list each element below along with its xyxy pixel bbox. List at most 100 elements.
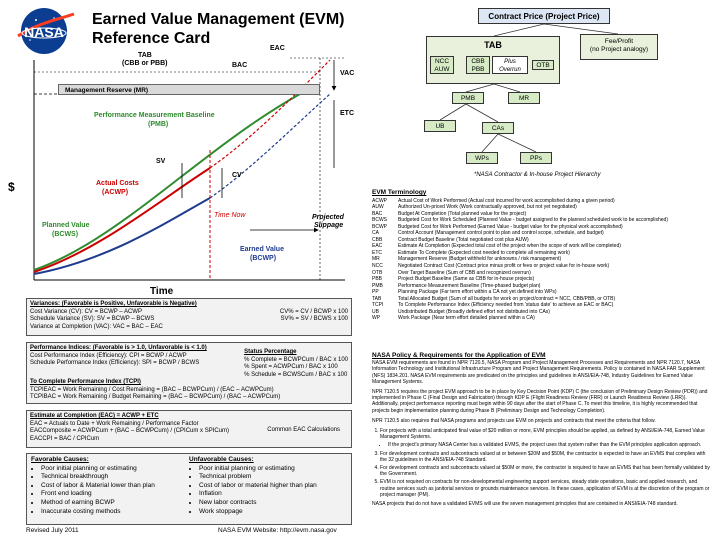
otb-box: OTB	[532, 60, 554, 70]
tcpi-bac-formula: TCPIBAC = Work Remaining / Budget Remain…	[30, 394, 281, 400]
hierarchy-note: *NASA Contractor & In-house Project Hier…	[474, 172, 601, 178]
status-title: Status Percentage	[244, 349, 297, 355]
tab-sub-label: (CBB or PBB)	[122, 60, 168, 67]
policy-paragraph-3: NPR 7120.5 also requires that NASA progr…	[372, 417, 656, 424]
bcws-label: (BCWS)	[52, 231, 79, 238]
time-axis-label: Time	[150, 286, 174, 297]
ncc-auw-box: NCC AUW	[430, 56, 454, 74]
list-item: Inaccurate costing methods	[41, 508, 189, 517]
list-item: Inflation	[199, 490, 347, 499]
terminology-title: EVM Terminology	[372, 189, 427, 196]
eac-label: EAC	[270, 45, 285, 52]
hierarchy-connectors	[439, 23, 619, 153]
fee-profit-box: Fee/Profit (no Project analogy)	[580, 34, 658, 60]
title-line-2: Reference Card	[92, 30, 211, 47]
title-line-1: Earned Value Management (EVM)	[92, 11, 345, 28]
indices-title: Performance Indices: (Favorable is > 1.0…	[30, 345, 207, 351]
tcpi-eac-formula: TCPIEAC = Work Remaining / Cost Remainin…	[30, 386, 274, 393]
eac-box: Estimate at Completion (EAC) = ACWP + ET…	[26, 410, 352, 448]
list-item: For development contracts and subcontrac…	[380, 451, 712, 463]
pmb-sub-label: (PMB)	[148, 121, 169, 128]
list-item: Cost of labor or material higher than pl…	[199, 482, 347, 491]
eac-line-3: EACCPI = BAC / CPICum	[30, 435, 100, 442]
footer-revised: Revised July 2011	[26, 527, 79, 534]
list-item: Work stoppage	[199, 508, 347, 517]
tcpi-title: To Complete Performance Index (TCPI)	[30, 379, 141, 385]
variance-row: Variance at Completion (VAC): VAC = BAC …	[30, 323, 163, 330]
cbb-pbb-box: CBB PBB	[466, 56, 490, 74]
cv-label: CV	[232, 172, 242, 179]
acwp-label: (ACWP)	[102, 189, 129, 196]
list-item: For projects with a total anticipated fi…	[380, 428, 712, 440]
sv-label: SV	[156, 158, 166, 165]
tab-label: TAB	[138, 52, 152, 59]
time-now-label: Time Now	[214, 212, 246, 219]
list-item: Technical breakthrough	[41, 473, 189, 482]
list-item: EVM is not required on contracts for non…	[380, 479, 712, 498]
contract-price-box: Contract Price (Project Price)	[478, 8, 610, 24]
eac-line-2: EACComposite = ACWPCum + (BAC – BCWPCum)…	[30, 428, 230, 434]
page-title: Earned Value Management (EVM) Reference …	[92, 10, 345, 48]
footer-website[interactable]: NASA EVM Website: http://evm.nasa.gov	[218, 527, 337, 534]
cas-box: CAs	[482, 122, 514, 134]
unfavorable-causes: Unfavorable Causes: Poor initial plannin…	[189, 456, 347, 522]
nasa-logo-text: NASA	[24, 24, 64, 40]
management-reserve-bar: Management Reserve (MR)	[58, 84, 320, 95]
list-item: For development contracts and subcontrac…	[380, 465, 712, 477]
cpi-formula: Cost Performance Index (Efficiency): CPI…	[30, 352, 187, 359]
spi-formula: Schedule Performance Index (Efficiency):…	[30, 360, 200, 366]
evm-curve-diagram	[33, 57, 345, 281]
list-item: Cost of labor & Material lower than plan	[41, 482, 189, 491]
tab-box-title: TAB	[484, 40, 502, 50]
earned-value-label: Earned Value	[240, 246, 284, 253]
pmb-label: Performance Measurement Baseline	[94, 112, 215, 119]
dollar-axis-label: $	[8, 180, 15, 194]
planned-value-label: Planned Value	[42, 222, 90, 229]
list-item: Poor initial planning or estimating	[41, 465, 189, 474]
acwp-curve	[33, 167, 211, 273]
variances-title: Variances: (Favorable is Positive, Unfav…	[30, 301, 197, 307]
bcwp-curve	[33, 197, 211, 275]
pps-box: PPs	[520, 152, 552, 164]
ub-box: UB	[424, 120, 456, 132]
policy-paragraph-2: NPR 7120.5 requires the project EVM appr…	[372, 389, 708, 414]
mr-box: MR	[508, 92, 540, 104]
wps-box: WPs	[466, 152, 498, 164]
projected-label: Projected	[312, 214, 344, 221]
policy-last: NASA projects that do not have a validat…	[372, 501, 678, 508]
list-item: Poor initial planning or estimating	[199, 465, 347, 474]
vac-label: VAC	[340, 70, 355, 77]
plus-overrun-box: Plus Overrun	[492, 56, 528, 74]
list-item: Method of earning BCWP	[41, 499, 189, 508]
causes-box: Favorable Causes: Poor initial planning …	[26, 453, 352, 525]
indices-box: Performance Indices: (Favorable is > 1.0…	[26, 342, 352, 404]
status-spent: % Spent = ACWPCum / BAC x 100	[244, 364, 338, 370]
slippage-label: Slippage	[314, 222, 344, 229]
status-complete: % Complete = BCWPCum / BAC x 100	[244, 356, 348, 363]
bcwp-projection	[209, 93, 331, 199]
status-schedule: % Schedule = BCWSCum / BAC x 100	[244, 371, 348, 378]
pmb-box: PMB	[452, 92, 484, 104]
eac-line-1: EAC = Actuals to Date + Work Remaining /…	[30, 420, 199, 427]
variances-box: Variances: (Favorable is Positive, Unfav…	[26, 298, 352, 336]
bcwp-label: (BCWP)	[250, 255, 277, 262]
